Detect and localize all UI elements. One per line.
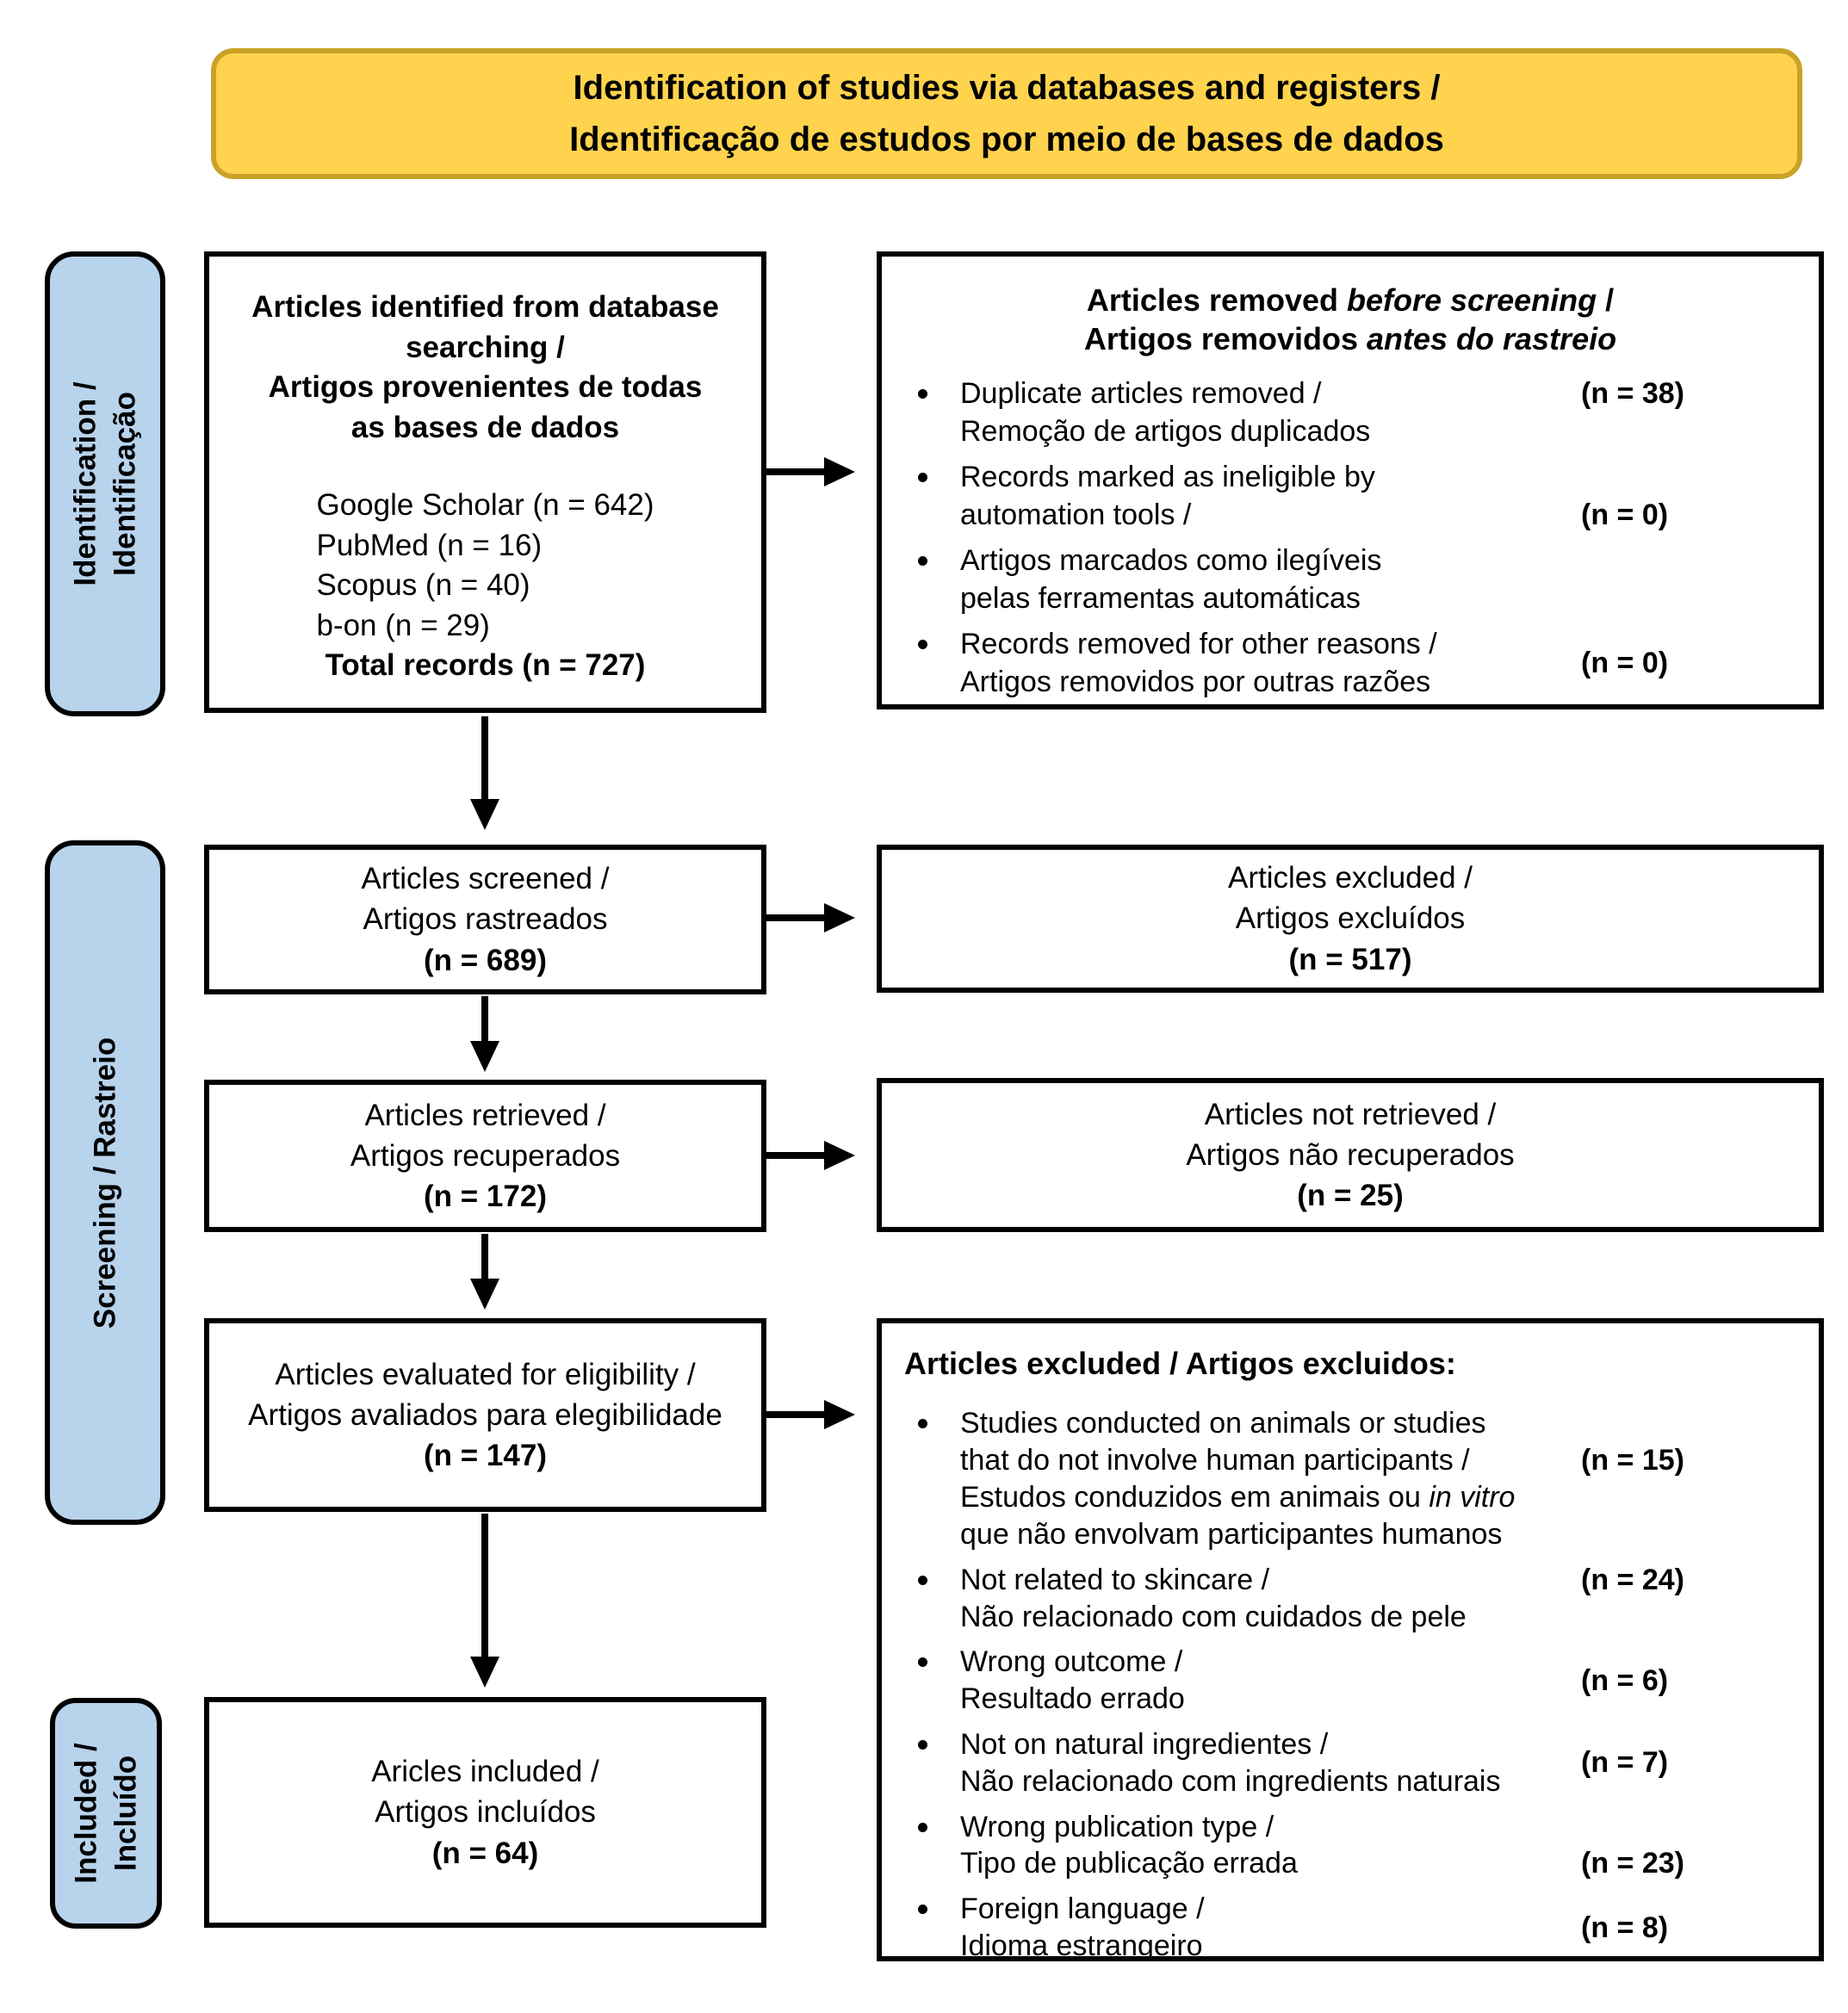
removed-item-count: (n = 0) — [1581, 646, 1669, 679]
removed-item: Records marked as ineligible by automati… — [904, 459, 1796, 534]
stage-identification-label: Identification / Identificação — [68, 381, 142, 586]
reasons-box-title: Articles excluded / Artigos excluidos: — [904, 1346, 1456, 1381]
bullet-icon — [918, 556, 927, 567]
bullet-icon — [918, 1575, 927, 1585]
removed-item-count: (n = 0) — [1581, 498, 1669, 531]
source-item: Scopus (n = 40) — [316, 568, 530, 603]
identified-box-sources: Google Scholar (n = 642) PubMed (n = 16)… — [316, 486, 654, 646]
banner-line2: Identificação de estudos por meio de bas… — [569, 121, 1444, 158]
removed-item-count: (n = 38) — [1581, 377, 1684, 410]
reason-item: Wrong outcome / Resultado errado (n = 6) — [904, 1644, 1796, 1718]
banner-title: Identification of studies via databases … — [211, 48, 1802, 179]
source-item: Google Scholar (n = 642) — [316, 488, 654, 523]
banner-line1: Identification of studies via databases … — [573, 69, 1441, 107]
arrow-identified-to-screened — [481, 716, 488, 804]
removed-item: Duplicate articles removed / Remoção de … — [904, 375, 1796, 450]
reason-item: Studies conducted on animals or studies … — [904, 1405, 1796, 1552]
bullet-icon — [918, 640, 927, 650]
stage-included: Included / Incluído — [50, 1698, 162, 1929]
bullet-icon — [918, 473, 927, 483]
not-retrieved-box: Articles not retrieved / Artigos não rec… — [877, 1078, 1824, 1232]
arrowhead-retrieved-to-eligibility — [470, 1279, 499, 1310]
reason-item-count: (n = 8) — [1581, 1911, 1669, 1944]
arrow-screened-to-retrieved — [481, 996, 488, 1046]
arrow-retrieved-to-eligibility — [481, 1234, 488, 1284]
reason-item-count: (n = 24) — [1581, 1563, 1684, 1596]
removed-item-count — [1581, 542, 1796, 617]
reason-item-count: (n = 23) — [1581, 1847, 1684, 1880]
reason-item-count: (n = 7) — [1581, 1746, 1669, 1780]
included-count: (n = 64) — [431, 1836, 539, 1870]
not-retrieved-count: (n = 25) — [1297, 1179, 1404, 1213]
arrowhead-identified-to-screened — [470, 799, 499, 830]
bullet-icon — [918, 1739, 927, 1750]
arrowhead-eligibility-to-reasons — [824, 1400, 855, 1429]
arrowhead-identified-to-removed — [824, 457, 855, 486]
reason-item: Foreign language / Idioma estrangeiro (n… — [904, 1891, 1796, 1965]
source-item: b-on (n = 29) — [316, 608, 490, 642]
identified-box: Articles identified from database search… — [204, 251, 766, 713]
eligibility-count: (n = 147) — [424, 1439, 547, 1473]
reason-item: Not on natural ingredientes / Não relaci… — [904, 1726, 1796, 1800]
bullet-icon — [918, 1419, 927, 1429]
exclusion-reasons-box: Articles excluded / Artigos excluidos: S… — [877, 1318, 1824, 1962]
removed-box-title: Articles removed before screening / Arti… — [1083, 282, 1617, 356]
identified-box-title: Articles identified from database search… — [251, 290, 719, 444]
arrowhead-retrieved-to-not-retrieved — [824, 1141, 855, 1170]
removed-item: Records removed for other reasons / Arti… — [904, 626, 1796, 701]
bullet-icon — [918, 1905, 927, 1915]
removed-item: Artigos marcados como ilegíveis pelas fe… — [904, 542, 1796, 617]
stage-screening: Screening / Rastreio — [45, 840, 165, 1525]
arrow-identified-to-removed — [766, 468, 827, 475]
screened-count: (n = 689) — [424, 943, 547, 977]
stage-screening-label: Screening / Rastreio — [88, 1037, 122, 1329]
arrow-screened-to-excluded — [766, 914, 827, 921]
reason-item-count: (n = 15) — [1581, 1444, 1684, 1477]
reason-item-count: (n = 6) — [1581, 1663, 1669, 1697]
bullet-icon — [918, 389, 927, 399]
eligibility-box: Articles evaluated for eligibility / Art… — [204, 1318, 766, 1512]
screened-box: Articles screened / Artigos rastreados (… — [204, 845, 766, 994]
reason-item: Wrong publication type / Tipo de publica… — [904, 1809, 1796, 1883]
arrow-retrieved-to-not-retrieved — [766, 1152, 827, 1159]
arrowhead-screened-to-retrieved — [470, 1041, 499, 1072]
source-item: PubMed (n = 16) — [316, 528, 543, 562]
bullet-icon — [918, 1657, 927, 1668]
reason-item: Not related to skincare / Não relacionad… — [904, 1562, 1796, 1636]
identified-box-total: Total records (n = 727) — [325, 648, 646, 683]
bullet-icon — [918, 1822, 927, 1832]
included-box: Aricles included / Artigos incluídos (n … — [204, 1697, 766, 1928]
arrow-eligibility-to-reasons — [766, 1411, 827, 1418]
retrieved-box: Articles retrieved / Artigos recuperados… — [204, 1080, 766, 1232]
removed-before-screening-box: Articles removed before screening / Arti… — [877, 251, 1824, 709]
excluded-box: Articles excluded / Artigos excluídos (n… — [877, 845, 1824, 993]
arrowhead-screened-to-excluded — [824, 903, 855, 932]
excluded-count: (n = 517) — [1288, 942, 1412, 976]
stage-identification: Identification / Identificação — [45, 251, 165, 716]
retrieved-count: (n = 172) — [424, 1180, 547, 1214]
arrowhead-eligibility-to-included — [470, 1657, 499, 1688]
arrow-eligibility-to-included — [481, 1514, 488, 1662]
stage-included-label: Included / Incluído — [69, 1743, 143, 1884]
